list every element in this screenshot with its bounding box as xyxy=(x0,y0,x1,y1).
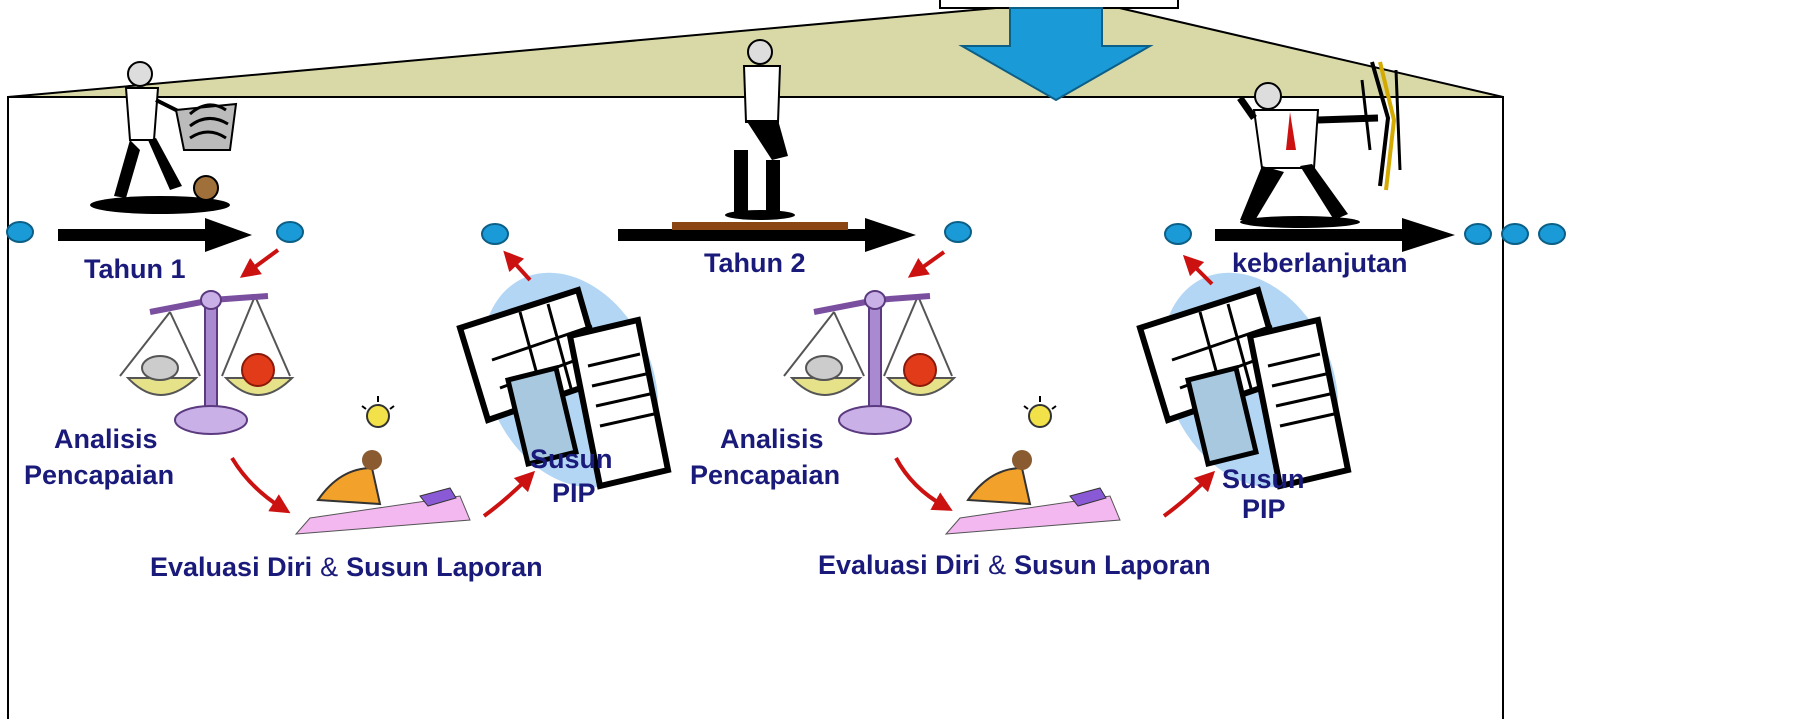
label-analisis-1a: Analisis xyxy=(54,424,158,454)
flow-arrow xyxy=(503,250,532,282)
down-arrow-icon xyxy=(958,7,1154,102)
label-analisis-2b: Pencapaian xyxy=(690,460,840,490)
balance-scale-icon xyxy=(783,290,957,435)
flow-arrow xyxy=(894,457,953,511)
label-susun-2b: PIP xyxy=(1242,494,1286,524)
label-analisis-2a: Analisis xyxy=(720,424,824,454)
timeline-arrow-3 xyxy=(1215,218,1455,252)
label-evaluasi-2: Evaluasi Diri&Susun Laporan xyxy=(818,550,1211,580)
node-dot xyxy=(944,221,972,243)
label-evaluasi-1: Evaluasi Diri&Susun Laporan xyxy=(150,552,543,582)
node-dot xyxy=(1164,223,1192,245)
label-susun-1b: PIP xyxy=(552,478,596,508)
spreadsheet-calculator-document-icon xyxy=(456,272,672,490)
top-box xyxy=(939,0,1179,9)
label-tahun-1: Tahun 1 xyxy=(84,254,186,284)
flow-arrow xyxy=(1182,254,1214,286)
flow-arrow xyxy=(230,456,291,514)
node-dot xyxy=(481,223,509,245)
label-tahun-2: Tahun 2 xyxy=(704,248,806,278)
node-dot xyxy=(6,221,34,243)
node-dot xyxy=(276,221,304,243)
node-dot xyxy=(1538,223,1566,245)
label-keberlanjutan: keberlanjutan xyxy=(1232,248,1408,278)
node-dot xyxy=(1501,223,1529,245)
platform xyxy=(672,222,848,230)
spreadsheet-calculator-document-icon xyxy=(1136,272,1352,490)
thinking-person-with-lightbulb-icon xyxy=(944,396,1121,535)
man-breaking-through-wall-icon xyxy=(1237,61,1402,228)
label-susun-1a: Susun xyxy=(530,444,613,474)
thinking-person-with-lightbulb-icon xyxy=(294,396,471,535)
flow-arrow xyxy=(482,470,536,518)
standing-man-icon xyxy=(725,39,795,220)
balance-scale-icon xyxy=(119,290,295,435)
node-dot xyxy=(1464,223,1492,245)
label-susun-2a: Susun xyxy=(1222,464,1305,494)
timeline-arrow-1 xyxy=(58,218,252,252)
worker-pushing-wheelbarrow-icon xyxy=(90,61,238,214)
flow-arrow xyxy=(907,250,946,278)
flow-arrow xyxy=(1162,470,1216,518)
flow-arrow xyxy=(239,248,280,278)
label-analisis-1b: Pencapaian xyxy=(24,460,174,490)
timeline-arrow-2 xyxy=(618,218,916,252)
